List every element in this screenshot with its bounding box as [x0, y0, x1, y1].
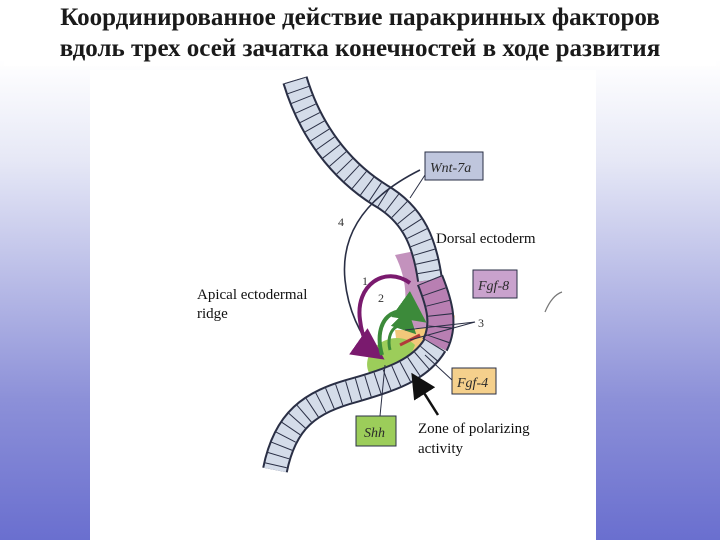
aer-label-line1: Apical ectodermal [197, 287, 307, 303]
aer-label-line2: ridge [197, 306, 228, 322]
fgf8-box [472, 269, 518, 299]
number-3: 3 [478, 316, 484, 330]
fgf4-label: Fgf-4 [456, 376, 488, 391]
arrow-1-fgf8-purple [349, 274, 412, 360]
title-line-1: Координированное действие паракринных фа… [60, 4, 660, 31]
dorsal-ectoderm-label: Dorsal ectoderm [436, 231, 536, 247]
shh-box [355, 415, 397, 447]
zpa-label-line2: activity [418, 441, 463, 457]
ventral-epithelium-fill [264, 338, 445, 473]
pointer-wnt [409, 174, 426, 199]
title-box: Координированное действие паракринных фа… [4, 2, 716, 66]
number-4: 4 [338, 215, 344, 229]
fgf4-box [451, 367, 497, 395]
zpa-pointer-arrow [411, 372, 440, 416]
fgf8-label: Fgf-8 [477, 279, 509, 294]
title-line-2: вдоль трех осей зачатка конечностей в хо… [59, 35, 661, 62]
arrow-2-green-b [387, 308, 417, 351]
dorsal-epithelium-fill [284, 76, 441, 282]
pointer-3b [404, 321, 476, 331]
wnt7a-label: Wnt-7a [430, 161, 471, 176]
pointer-fgf4 [424, 354, 453, 381]
zpa-label-line1: Zone of polarizing [418, 421, 530, 437]
decorative-curve [544, 291, 563, 313]
pointer-shh [379, 364, 386, 417]
number-1: 1 [362, 274, 368, 288]
wnt7a-box [424, 151, 484, 181]
pointer-3a [409, 321, 476, 341]
shh-label: Shh [364, 426, 385, 441]
aer-epithelium-fill [418, 275, 453, 351]
number-2: 2 [378, 291, 384, 305]
